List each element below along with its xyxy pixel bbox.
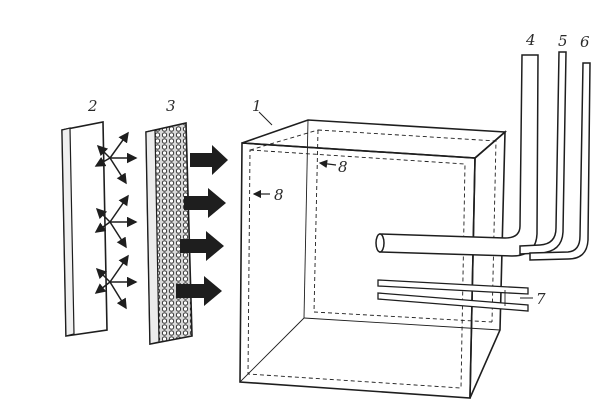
label-1: 1 [252,97,262,115]
flow-arrow [190,145,228,175]
chamber-box-1 [239,119,508,399]
flow-arrow [184,188,226,218]
pipe-4 [375,54,539,257]
rods-7 [377,279,529,312]
flow-arrows [176,145,228,306]
label-2: 2 [87,97,98,115]
flow-arrow [176,276,222,306]
label-5: 5 [558,32,568,50]
pipe-6 [529,62,591,261]
label-8-back: 8 [338,158,348,176]
plate-2 [61,121,108,337]
flow-arrow [180,231,224,261]
label-4: 4 [525,31,536,49]
label-3: 3 [166,97,176,115]
honeycomb-plate-3 [145,122,193,345]
label-8-front: 8 [274,186,284,204]
label-7: 7 [536,290,546,308]
label-8-pointers [252,111,337,199]
inner-liner-8 [247,129,497,389]
label-6: 6 [580,33,590,51]
scatter-arrows [94,131,138,310]
